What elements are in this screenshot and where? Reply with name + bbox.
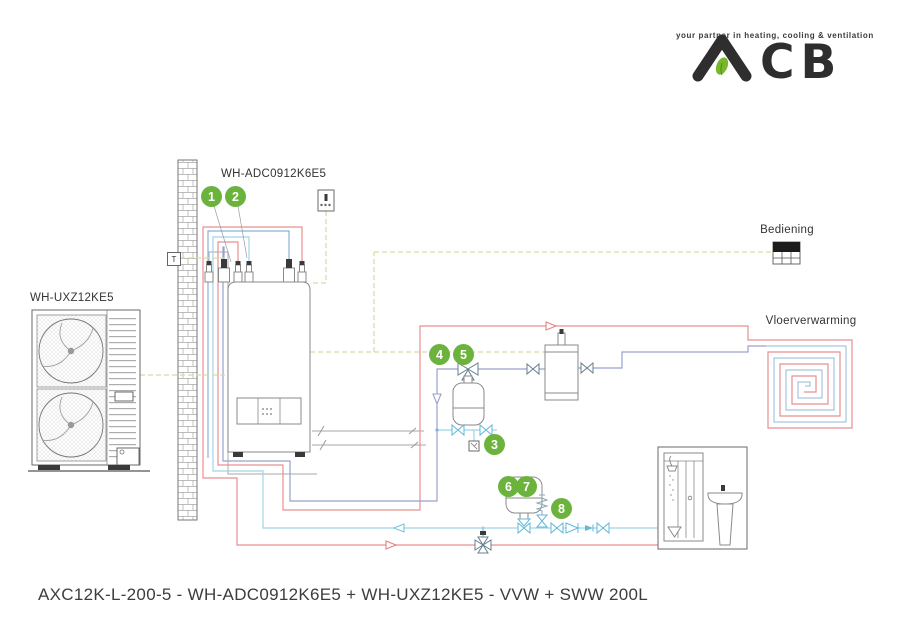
fill-valve-icon [451,424,465,436]
fill-valve-icon [479,424,493,436]
shutoff-valve-icon [550,522,564,534]
junction-dot [435,428,439,432]
safety-valve [535,494,549,528]
vessel-tee-valve [516,518,532,534]
temp-sensor-label: T [171,254,177,264]
acb-logo: CB your partner in heating, cooling & ve… [676,30,874,82]
tank-control-panel [236,397,302,425]
badge-leader-lines [213,205,248,263]
arrow-left-icon [392,523,405,533]
badge-6: 6 [498,476,519,497]
badge-7: 7 [516,476,537,497]
floor-loop-supply [762,339,853,429]
floor-heating-label: Vloerverwarming [765,315,857,327]
badge-2: 2 [225,186,246,207]
filter-box [468,440,480,452]
sink [707,485,743,546]
flow-arrows [385,321,558,550]
fan-icon [38,318,104,384]
check-valve-icon [565,522,580,534]
badge-4: 4 [429,344,450,365]
control-panel-label: Bediening [760,224,814,236]
arrow-right-icon [385,540,398,550]
fan-icon [38,392,104,458]
electrical-box-icon [317,189,335,212]
logo-letters: CB [760,35,842,82]
control-panel-icon [772,241,801,265]
acb-logo-mark: CB [692,34,842,82]
control-wiring [140,211,772,376]
bathroom [657,446,748,550]
arrow-right-icon [545,321,558,331]
tank-top-fittings [204,259,307,283]
indoor-unit-label: WH-ADC0912K6E5 [221,168,327,180]
shower-tray [667,526,682,538]
floor-loop-return [766,345,847,423]
expansion-vessel-heating [452,375,485,426]
arrow-down-icon [432,393,442,406]
logo-a-chevron [692,34,752,82]
badge-3: 3 [484,434,505,455]
badge-8: 8 [551,498,572,519]
badge-5: 5 [453,344,474,365]
shutoff-valve-icon [596,522,610,534]
outdoor-unit-label: WH-UXZ12KE5 [30,292,114,304]
vent-slats [109,316,136,460]
outdoor-unit [31,309,141,470]
spring-icon [535,494,549,515]
diagram-caption: AXC12K-L-200-5 - WH-ADC0912K6E5 + WH-UXZ… [38,585,649,604]
junction-dot [481,526,485,530]
buffer-tank [544,329,579,401]
logo-tagline: your partner in heating, cooling & venti… [676,31,874,40]
check-valve-icon [585,524,594,532]
mixing-valve [474,531,492,554]
temp-sensor-box: T [167,252,181,266]
brick-wall [177,159,198,521]
leaf-icon [715,57,729,75]
indoor-unit-tank [204,205,311,457]
shutoff-valve-icon [580,362,594,374]
shutoff-valve-icon [526,363,540,375]
badge-1: 1 [201,186,222,207]
shower-cabin [663,452,704,542]
drain-break-marks [317,425,419,451]
